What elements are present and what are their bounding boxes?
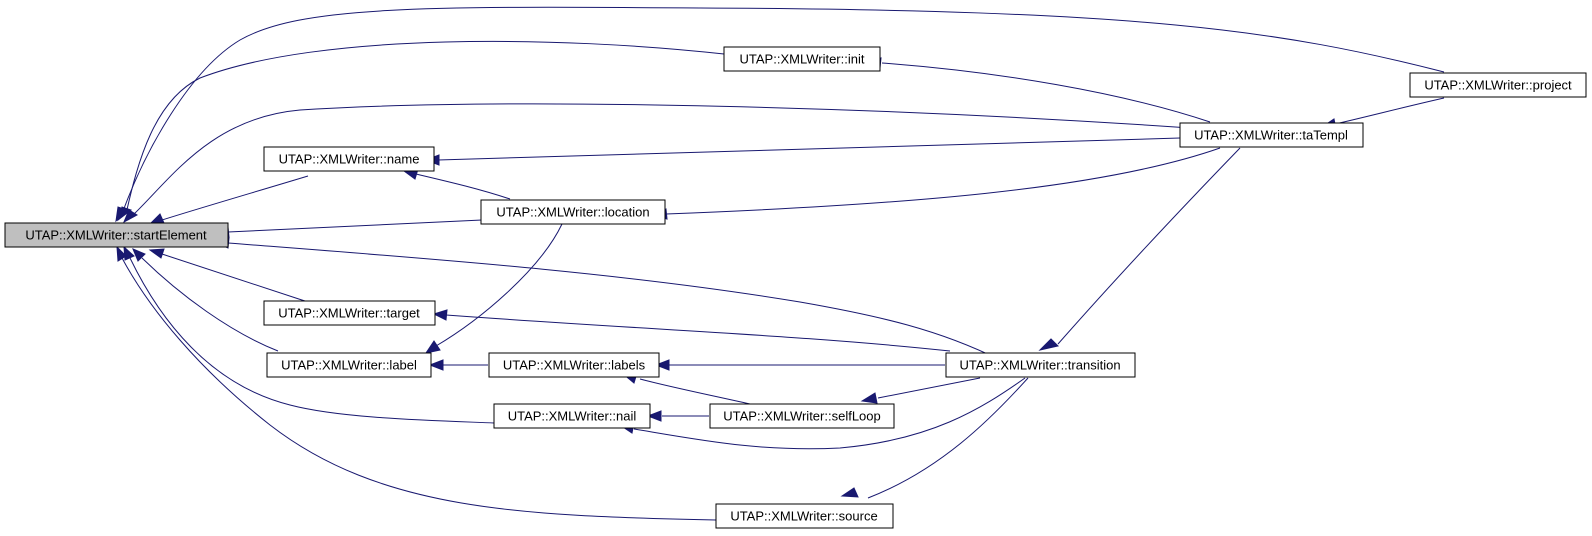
node-label-labels: UTAP::XMLWriter::labels (503, 358, 646, 373)
node-label-name: UTAP::XMLWriter::name (279, 152, 420, 167)
edge-transition-to-source (867, 377, 1029, 499)
edge-nail-to-startElement (129, 257, 495, 424)
node-label-nail: UTAP::XMLWriter::nail (508, 409, 637, 424)
node-label-startElement: UTAP::XMLWriter::startElement (25, 228, 207, 243)
edge-project-to-startElement (121, 6, 1445, 215)
edge-taTempl-to-transition (1057, 147, 1241, 345)
arrowhead-nail-to-startElement (123, 245, 135, 261)
arrowhead-taTempl-to-startElement (122, 209, 138, 224)
arrowhead-project-to-startElement (115, 206, 128, 223)
node-selfLoop[interactable]: UTAP::XMLWriter::selfLoop (709, 403, 895, 429)
edge-label-to-startElement (141, 257, 279, 352)
node-label-taTempl: UTAP::XMLWriter::taTempl (1194, 128, 1348, 143)
node-label-transition: UTAP::XMLWriter::transition (959, 358, 1120, 373)
node-transition[interactable]: UTAP::XMLWriter::transition (945, 352, 1136, 378)
edge-location-to-name (415, 173, 511, 200)
edge-transition-to-nail (633, 377, 1026, 450)
edge-init-to-startElement (125, 40, 725, 215)
edge-source-to-startElement (121, 257, 717, 521)
node-label-source: UTAP::XMLWriter::source (730, 509, 877, 524)
arrowhead-transition-to-selfLoop (860, 392, 878, 404)
arrowhead-selfLoop-to-nail (646, 410, 662, 422)
arrowhead-transition-to-source (840, 487, 859, 498)
node-label-target: UTAP::XMLWriter::target (278, 306, 420, 321)
arrowhead-label-to-startElement (132, 248, 146, 262)
edge-location-to-startElement (227, 219, 483, 233)
edge-name-to-startElement (161, 175, 309, 221)
node-location[interactable]: UTAP::XMLWriter::location (480, 199, 666, 225)
node-label-project: UTAP::XMLWriter::project (1424, 78, 1572, 93)
edge-selfLoop-to-labels (639, 378, 751, 405)
arrowhead-layer (115, 57, 1337, 498)
node-labels[interactable]: UTAP::XMLWriter::labels (488, 352, 660, 378)
edge-transition-to-startElement (227, 242, 1001, 361)
edge-transition-to-selfLoop (877, 377, 981, 399)
node-target[interactable]: UTAP::XMLWriter::target (263, 300, 436, 326)
node-startElement[interactable]: UTAP::XMLWriter::startElement (4, 222, 229, 248)
arrowhead-labels-to-label (428, 359, 444, 371)
arrowhead-transition-to-labels (654, 359, 670, 371)
edge-project-to-taTempl (1334, 97, 1445, 125)
edge-taTempl-to-startElement (131, 103, 1191, 217)
node-source[interactable]: UTAP::XMLWriter::source (715, 503, 894, 529)
arrowhead-taTempl-to-transition (1038, 338, 1059, 351)
node-layer: UTAP::XMLWriter::startElement UTAP::XMLW… (4, 46, 1587, 529)
edge-label-to-location (435, 223, 563, 347)
node-label-location: UTAP::XMLWriter::location (496, 205, 649, 220)
arrowhead-transition-to-target (432, 309, 448, 321)
edge-layer (121, 6, 1445, 521)
edge-taTempl-to-location (665, 147, 1221, 215)
node-taTempl[interactable]: UTAP::XMLWriter::taTempl (1179, 122, 1364, 148)
edge-taTempl-to-name (437, 137, 1181, 161)
edge-target-to-startElement (161, 253, 306, 302)
edge-transition-to-target (445, 314, 951, 352)
node-nail[interactable]: UTAP::XMLWriter::nail (493, 403, 651, 429)
node-label[interactable]: UTAP::XMLWriter::label (266, 352, 432, 378)
node-name[interactable]: UTAP::XMLWriter::name (263, 146, 435, 172)
arrowhead-label-to-location (424, 340, 441, 354)
node-label-init: UTAP::XMLWriter::init (740, 52, 865, 67)
node-label-selfLoop: UTAP::XMLWriter::selfLoop (723, 409, 881, 424)
node-init[interactable]: UTAP::XMLWriter::init (723, 46, 881, 72)
node-label-label: UTAP::XMLWriter::label (281, 358, 417, 373)
edge-taTempl-to-init (881, 62, 1211, 123)
arrowhead-target-to-startElement (148, 248, 165, 259)
arrowhead-source-to-startElement (116, 245, 127, 262)
node-project[interactable]: UTAP::XMLWriter::project (1409, 72, 1587, 98)
